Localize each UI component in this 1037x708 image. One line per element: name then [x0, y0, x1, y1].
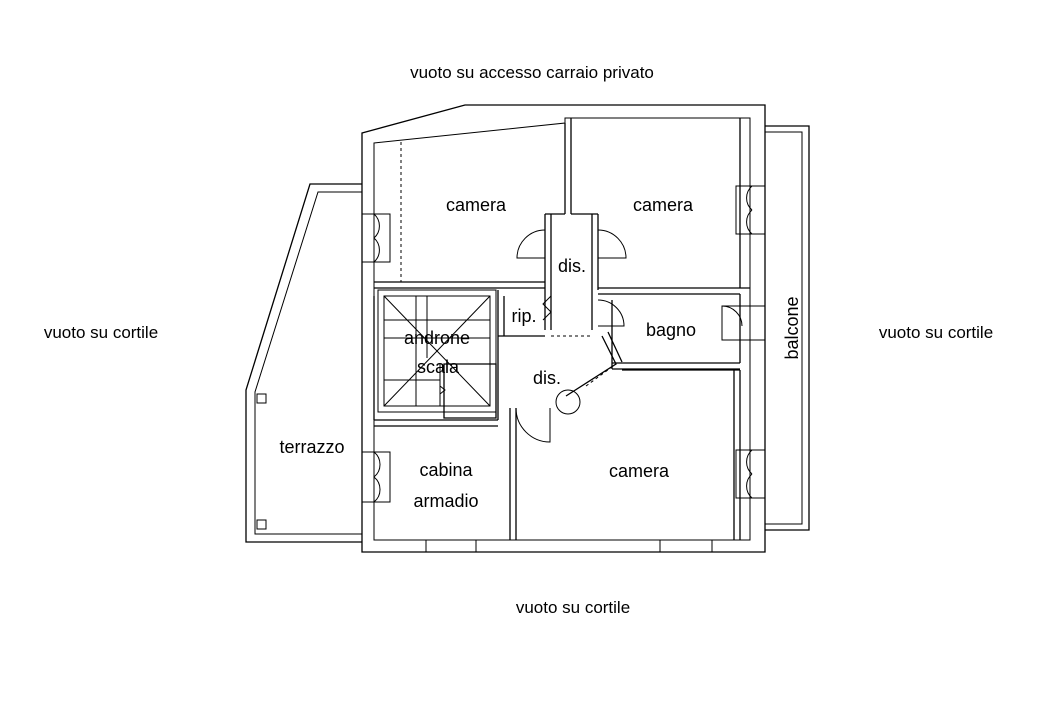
label-right-context: vuoto su cortile [879, 323, 993, 342]
windows [362, 185, 765, 553]
room-label-camera-nw: camera [446, 195, 507, 215]
label-left-context: vuoto su cortile [44, 323, 158, 342]
room-label-dis-lower: dis. [533, 368, 561, 388]
label-top-context: vuoto su accesso carraio privato [410, 63, 654, 82]
column-marker-bottom [256, 519, 267, 530]
column-marker-top [256, 393, 267, 404]
room-label-camera-se: camera [609, 461, 670, 481]
terrace [245, 183, 362, 543]
room-label-camera-ne: camera [633, 195, 694, 215]
stair-box [377, 289, 497, 413]
room-label-armadio: armadio [413, 491, 478, 511]
room-label-cabina: cabina [419, 460, 473, 480]
room-label-balcone: balcone [782, 296, 802, 359]
room-label-terrazzo: terrazzo [279, 437, 344, 457]
room-label-bagno: bagno [646, 320, 696, 340]
dashed-openings [400, 142, 617, 500]
label-bottom-context: vuoto su cortile [516, 598, 630, 617]
doors [515, 229, 627, 443]
room-label-dis-upper: dis. [558, 256, 586, 276]
interior-walls [373, 118, 750, 540]
room-label-scala: scala [417, 357, 460, 377]
room-label-rip: rip. [511, 306, 536, 326]
room-label-androne: androne [404, 328, 470, 348]
balcony [765, 125, 810, 531]
